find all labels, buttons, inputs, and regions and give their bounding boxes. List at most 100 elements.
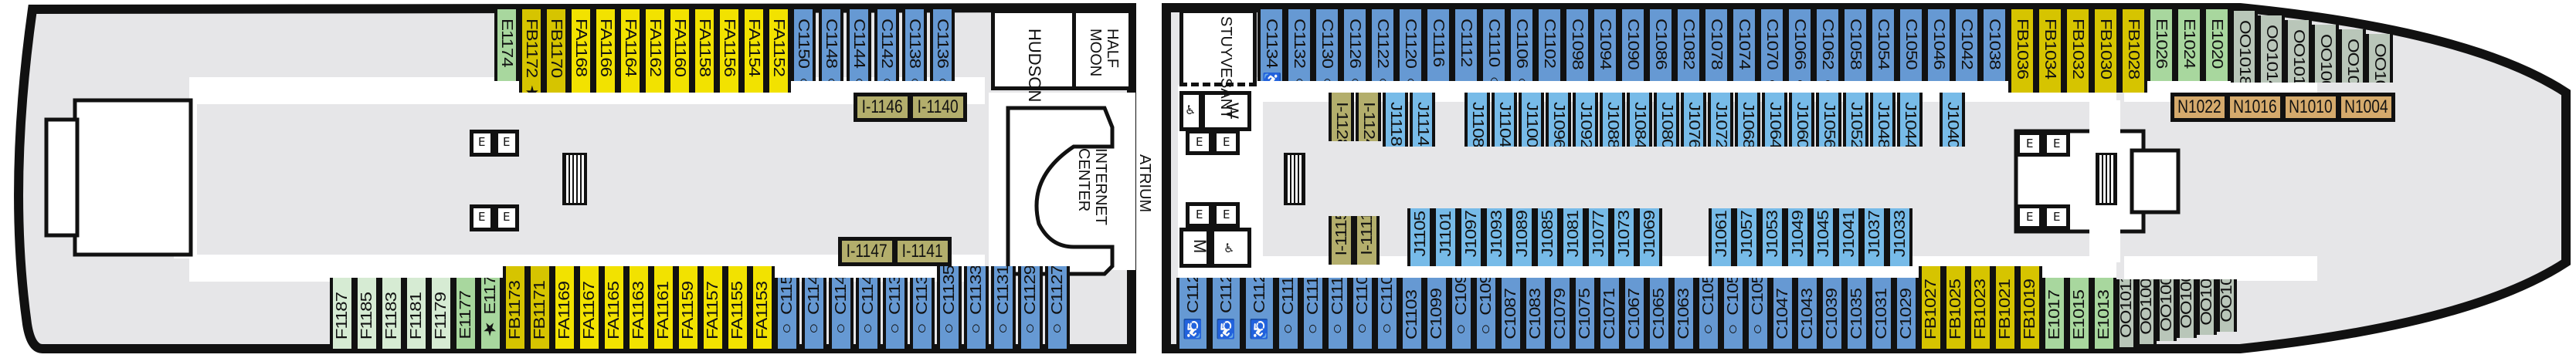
cabin-oo1012[interactable]: OO1012 bbox=[2285, 20, 2312, 83]
cabin-f1181[interactable]: F1181 bbox=[404, 278, 429, 349]
cabin-fa1164[interactable]: FA1164 bbox=[618, 9, 643, 93]
cabin-i-1115[interactable]: I-1115 bbox=[1329, 216, 1354, 265]
cabin-c1043[interactable]: C1043 bbox=[1795, 278, 1820, 349]
cabin-j1044[interactable]: J1044 bbox=[1897, 93, 1923, 147]
cabin-c1074[interactable]: C1074 bbox=[1730, 9, 1758, 81]
cabin-e1026[interactable]: E1026 bbox=[2147, 9, 2175, 81]
cabin-fa1161[interactable]: FA1161 bbox=[651, 266, 676, 349]
cabin-j1118[interactable]: J1118 bbox=[1383, 93, 1408, 147]
cabin-c1047[interactable]: C1047 bbox=[1770, 278, 1795, 349]
cabin-c1138[interactable]: C1138 ○ bbox=[902, 9, 927, 81]
cabin-j1081[interactable]: J1081 bbox=[1560, 208, 1586, 266]
cabin-c1139[interactable]: ○ C1139 bbox=[883, 278, 908, 349]
cabin-c1029[interactable]: C1029 bbox=[1894, 278, 1919, 349]
cabin-c1083[interactable]: C1083 bbox=[1523, 278, 1548, 349]
cabin-fa1162[interactable]: FA1162 bbox=[643, 9, 667, 93]
cabin-e1015[interactable]: E1015 bbox=[2067, 278, 2092, 349]
cabin-c1054[interactable]: C1054 bbox=[1869, 9, 1897, 81]
cabin-fa1158[interactable]: FA1158 bbox=[692, 9, 717, 93]
cabin-fa1163[interactable]: FA1163 bbox=[626, 266, 651, 349]
cabin-c1031[interactable]: C1031 bbox=[1869, 278, 1894, 349]
cabin-oo1002[interactable]: OO1002 bbox=[2366, 34, 2393, 83]
cabin-c1086[interactable]: C1086 bbox=[1647, 9, 1675, 81]
cabin-c1039[interactable]: C1039 bbox=[1820, 278, 1845, 349]
cabin-j1073[interactable]: J1073 bbox=[1611, 208, 1637, 266]
cabin-c1112[interactable]: C1112 bbox=[1452, 9, 1480, 81]
cabin-c1075[interactable]: C1075 bbox=[1573, 278, 1597, 349]
cabin-f1185[interactable]: F1185 bbox=[355, 278, 379, 349]
cabin-c1035[interactable]: C1035 bbox=[1845, 278, 1869, 349]
cabin-fa1160[interactable]: FA1160 bbox=[667, 9, 692, 93]
cabin-c1087[interactable]: C1087 bbox=[1498, 278, 1523, 349]
cabin-e1177[interactable]: E1177 bbox=[453, 278, 478, 349]
cabin-oo1001[interactable]: OO1001 bbox=[2217, 279, 2237, 332]
cabin-c1098[interactable]: C1098 bbox=[1563, 9, 1591, 81]
cabin-fb1172[interactable]: FB1172 ★ bbox=[519, 9, 544, 93]
cabin-fb1034[interactable]: FB1034 bbox=[2036, 9, 2064, 93]
cabin-fb1170[interactable]: FB1170 bbox=[544, 9, 568, 93]
cabin-j1056[interactable]: J1056 bbox=[1816, 93, 1841, 147]
cabin-c1091[interactable]: ○ C1091 bbox=[1474, 278, 1498, 349]
cabin-fa1155[interactable]: FA1155 bbox=[725, 266, 750, 349]
cabin-j1048[interactable]: J1048 bbox=[1870, 93, 1896, 147]
cabin-fb1025[interactable]: FB1025 bbox=[1943, 266, 1968, 349]
cabin-fa1165[interactable]: FA1165 bbox=[602, 266, 626, 349]
cabin-fa1153[interactable]: FA1153 bbox=[750, 266, 775, 349]
cabin-c1121[interactable]: ♿ C1121 bbox=[1243, 278, 1276, 349]
cabin-j1076[interactable]: J1076 bbox=[1681, 93, 1706, 147]
cabin-f1179[interactable]: F1179 bbox=[429, 278, 453, 349]
cabin-fa1159[interactable]: FA1159 bbox=[676, 266, 701, 349]
cabin-oo1005[interactable]: OO1005 bbox=[2177, 279, 2197, 338]
cabin-j1060[interactable]: J1060 bbox=[1789, 93, 1814, 147]
cabin-c1135[interactable]: ○ C1135 bbox=[937, 266, 962, 349]
cabin-fa1168[interactable]: FA1168 bbox=[568, 9, 593, 93]
cabin-c1150[interactable]: C1150 ○ bbox=[791, 9, 816, 81]
cabin-c1107[interactable]: ○ C1107 bbox=[1375, 278, 1400, 349]
cabin-j1045[interactable]: J1045 bbox=[1811, 208, 1836, 266]
cabin-j1097[interactable]: J1097 bbox=[1458, 208, 1484, 266]
cabin-fa1152[interactable]: FA1152 bbox=[766, 9, 791, 93]
cabin-j1089[interactable]: J1089 bbox=[1509, 208, 1535, 266]
cabin-c1132[interactable]: C1132 ○ bbox=[1285, 9, 1313, 81]
cabin-j1088[interactable]: J1088 bbox=[1600, 93, 1625, 147]
cabin-c1127[interactable]: ○ C1127 bbox=[1045, 266, 1070, 349]
cabin-oo1007[interactable]: OO1007 bbox=[2157, 279, 2177, 341]
cabin-i-1146[interactable]: I-1146 bbox=[854, 93, 911, 122]
cabin-i-1124[interactable]: I-1124 bbox=[1356, 93, 1381, 141]
cabin-c1113[interactable]: ○ C1113 bbox=[1325, 278, 1350, 349]
cabin-c1090[interactable]: C1090 bbox=[1619, 9, 1647, 81]
cabin-f1187[interactable]: F1187 bbox=[330, 278, 355, 349]
cabin-j1049[interactable]: J1049 bbox=[1785, 208, 1811, 266]
cabin-fb1028[interactable]: FB1028 bbox=[2120, 9, 2147, 93]
cabin-n1022[interactable]: N1022 bbox=[2170, 93, 2228, 122]
cabin-c1122[interactable]: C1122 ○ bbox=[1369, 9, 1397, 81]
cabin-oo1003[interactable]: OO1003 bbox=[2197, 279, 2217, 335]
cabin-c1119[interactable]: ○ C1119 bbox=[1276, 278, 1301, 349]
cabin-j1100[interactable]: J1100 bbox=[1519, 93, 1544, 147]
cabin-j1096[interactable]: J1096 bbox=[1546, 93, 1571, 147]
cabin-e1175[interactable]: ★ E1175 bbox=[478, 278, 503, 349]
cabin-c1063[interactable]: C1063 bbox=[1672, 278, 1696, 349]
cabin-c1050[interactable]: C1050 bbox=[1897, 9, 1925, 81]
cabin-j1057[interactable]: J1057 bbox=[1734, 208, 1760, 266]
cabin-c1151[interactable]: ○ C1151 bbox=[775, 278, 799, 349]
cabin-j1085[interactable]: J1085 bbox=[1535, 208, 1560, 266]
cabin-j1069[interactable]: J1069 bbox=[1637, 208, 1662, 266]
cabin-fb1036[interactable]: FB1036 bbox=[2008, 9, 2036, 93]
cabin-j1077[interactable]: J1077 bbox=[1586, 208, 1611, 266]
cabin-c1071[interactable]: C1071 bbox=[1597, 278, 1622, 349]
cabin-e1013[interactable]: E1013 bbox=[2092, 278, 2116, 349]
cabin-i-1140[interactable]: I-1140 bbox=[909, 93, 967, 122]
cabin-fb1171[interactable]: FB1171 bbox=[528, 266, 552, 349]
cabin-fa1167[interactable]: FA1167 bbox=[577, 266, 602, 349]
cabin-e1174[interactable]: E1174 bbox=[494, 9, 519, 81]
cabin-c1038[interactable]: C1038 bbox=[1980, 9, 2008, 81]
cabin-fb1021[interactable]: FB1021 bbox=[1993, 266, 2018, 349]
cabin-c1143[interactable]: ○ C1143 bbox=[856, 278, 881, 349]
cabin-j1052[interactable]: J1052 bbox=[1843, 93, 1868, 147]
cabin-e1017[interactable]: E1017 bbox=[2042, 278, 2067, 349]
cabin-j1101[interactable]: J1101 bbox=[1433, 208, 1458, 266]
cabin-j1072[interactable]: J1072 bbox=[1708, 93, 1733, 147]
cabin-c1094[interactable]: C1094 bbox=[1591, 9, 1619, 81]
cabin-j1068[interactable]: J1068 bbox=[1735, 93, 1760, 147]
